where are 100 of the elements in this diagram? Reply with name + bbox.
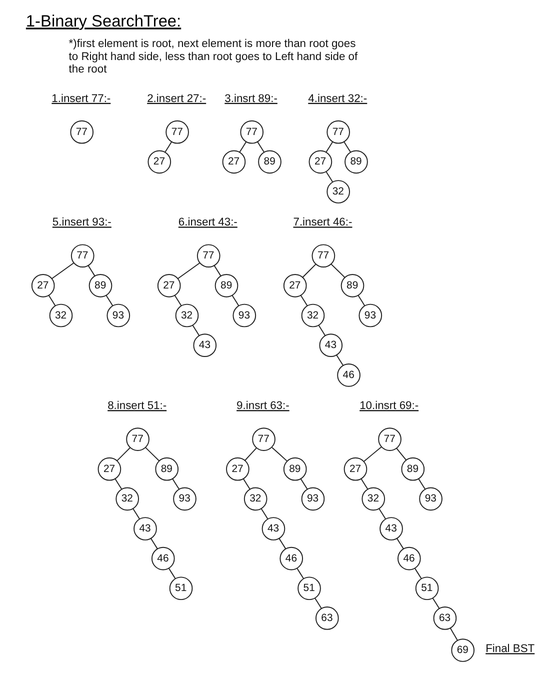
node-circle: 32 <box>326 180 350 204</box>
node-circle: 89 <box>344 150 368 174</box>
connector <box>132 508 140 520</box>
node-circle: 43 <box>193 334 217 357</box>
node-circle: 46 <box>398 546 421 570</box>
node-circle: 77 <box>70 244 94 268</box>
label: Final BST <box>486 643 535 656</box>
connector <box>396 538 404 550</box>
node-circle: 46 <box>151 546 175 570</box>
label: *)first element is root, next element is more than root goes to Right hand side, less than root goes to Left hand side of the root <box>68 38 358 76</box>
connector <box>363 446 382 462</box>
node-circle: 27 <box>226 457 250 481</box>
node-circle: 51 <box>415 576 439 600</box>
node-circle: 89 <box>258 150 282 174</box>
connector <box>232 294 240 306</box>
node-circle: 32 <box>175 304 199 328</box>
label: 7.insert 46:- <box>293 216 352 229</box>
label: 5.insert 93:- <box>52 216 112 229</box>
node-circle: 93 <box>358 304 382 328</box>
connector <box>330 264 346 278</box>
node-circle: 77 <box>378 428 402 451</box>
connector <box>336 354 344 366</box>
node-circle: 93 <box>232 304 256 328</box>
node-circle: 51 <box>169 576 193 600</box>
connector <box>116 447 131 462</box>
node-circle: 27 <box>344 457 368 481</box>
node-circle: 43 <box>319 334 343 357</box>
node-circle: 89 <box>88 274 112 298</box>
node-circle: 89 <box>340 274 364 298</box>
connector <box>326 141 334 153</box>
node-circle: 77 <box>240 120 264 144</box>
connector <box>114 478 122 490</box>
diagram-title: 1-Binary SearchTree: <box>26 12 182 31</box>
node-circle: 77 <box>126 428 150 451</box>
node-circle: 27 <box>31 274 55 298</box>
connector <box>106 294 114 306</box>
node-circle: 77 <box>326 120 350 144</box>
connector <box>278 538 286 550</box>
node-circle: 46 <box>337 363 360 387</box>
label: 1.insert 77:- <box>52 92 111 105</box>
connector <box>314 598 322 609</box>
node-circle: 77 <box>196 244 220 268</box>
connector <box>296 568 304 580</box>
connector <box>318 324 326 336</box>
node-circle: 89 <box>401 457 425 481</box>
connector <box>396 448 407 460</box>
connector <box>344 141 352 153</box>
node-circle: 89 <box>214 274 238 298</box>
connector <box>450 628 458 641</box>
connector <box>172 478 180 490</box>
node-circle: 27 <box>308 150 332 174</box>
connector <box>260 508 268 520</box>
node-circle: 43 <box>134 517 157 540</box>
label: 4.insert 32:- <box>308 92 368 105</box>
label: 3.insrt 89:- <box>224 92 278 105</box>
connector <box>177 262 200 280</box>
connector <box>48 294 56 306</box>
node-circle: 93 <box>106 304 130 328</box>
connector <box>272 446 288 462</box>
node-circle: 89 <box>283 457 307 481</box>
connector <box>88 265 96 276</box>
connector <box>300 478 308 490</box>
connector <box>192 324 200 336</box>
node-circle: 43 <box>380 517 403 540</box>
label: 8.insert 51:- <box>108 400 167 412</box>
connector <box>432 598 440 609</box>
connector <box>257 141 265 153</box>
node-circle: 63 <box>433 606 457 630</box>
node-circle: 63 <box>316 606 339 630</box>
node-circle: 27 <box>157 274 181 298</box>
node-circle: 43 <box>262 517 286 540</box>
connector <box>144 446 160 462</box>
connector <box>302 264 316 278</box>
node-circle: 27 <box>98 457 122 481</box>
connector <box>244 448 257 461</box>
node-circle: 69 <box>451 638 475 662</box>
node-circle: 77 <box>70 120 94 144</box>
label: 9.insrt 63:- <box>236 400 290 412</box>
connector <box>174 294 182 306</box>
node-circle: 32 <box>49 304 73 328</box>
node-circle: 27 <box>222 150 246 174</box>
node-circle: 32 <box>301 304 325 328</box>
node-circle: 93 <box>173 487 196 511</box>
connector <box>300 294 308 306</box>
connector <box>414 568 422 580</box>
connector <box>358 294 366 306</box>
connector <box>150 538 158 550</box>
connector <box>214 265 222 276</box>
connector <box>168 568 176 580</box>
node-circle: 77 <box>166 120 189 144</box>
connector <box>51 262 74 280</box>
node-circle: 27 <box>283 274 307 298</box>
connector <box>360 478 368 490</box>
node-circle: 32 <box>116 487 140 511</box>
connector <box>418 478 426 490</box>
node-circle: 32 <box>244 487 268 511</box>
connector <box>326 171 334 182</box>
node-circle: 89 <box>155 457 179 481</box>
node-circle: 77 <box>312 244 336 268</box>
connector <box>164 141 172 153</box>
